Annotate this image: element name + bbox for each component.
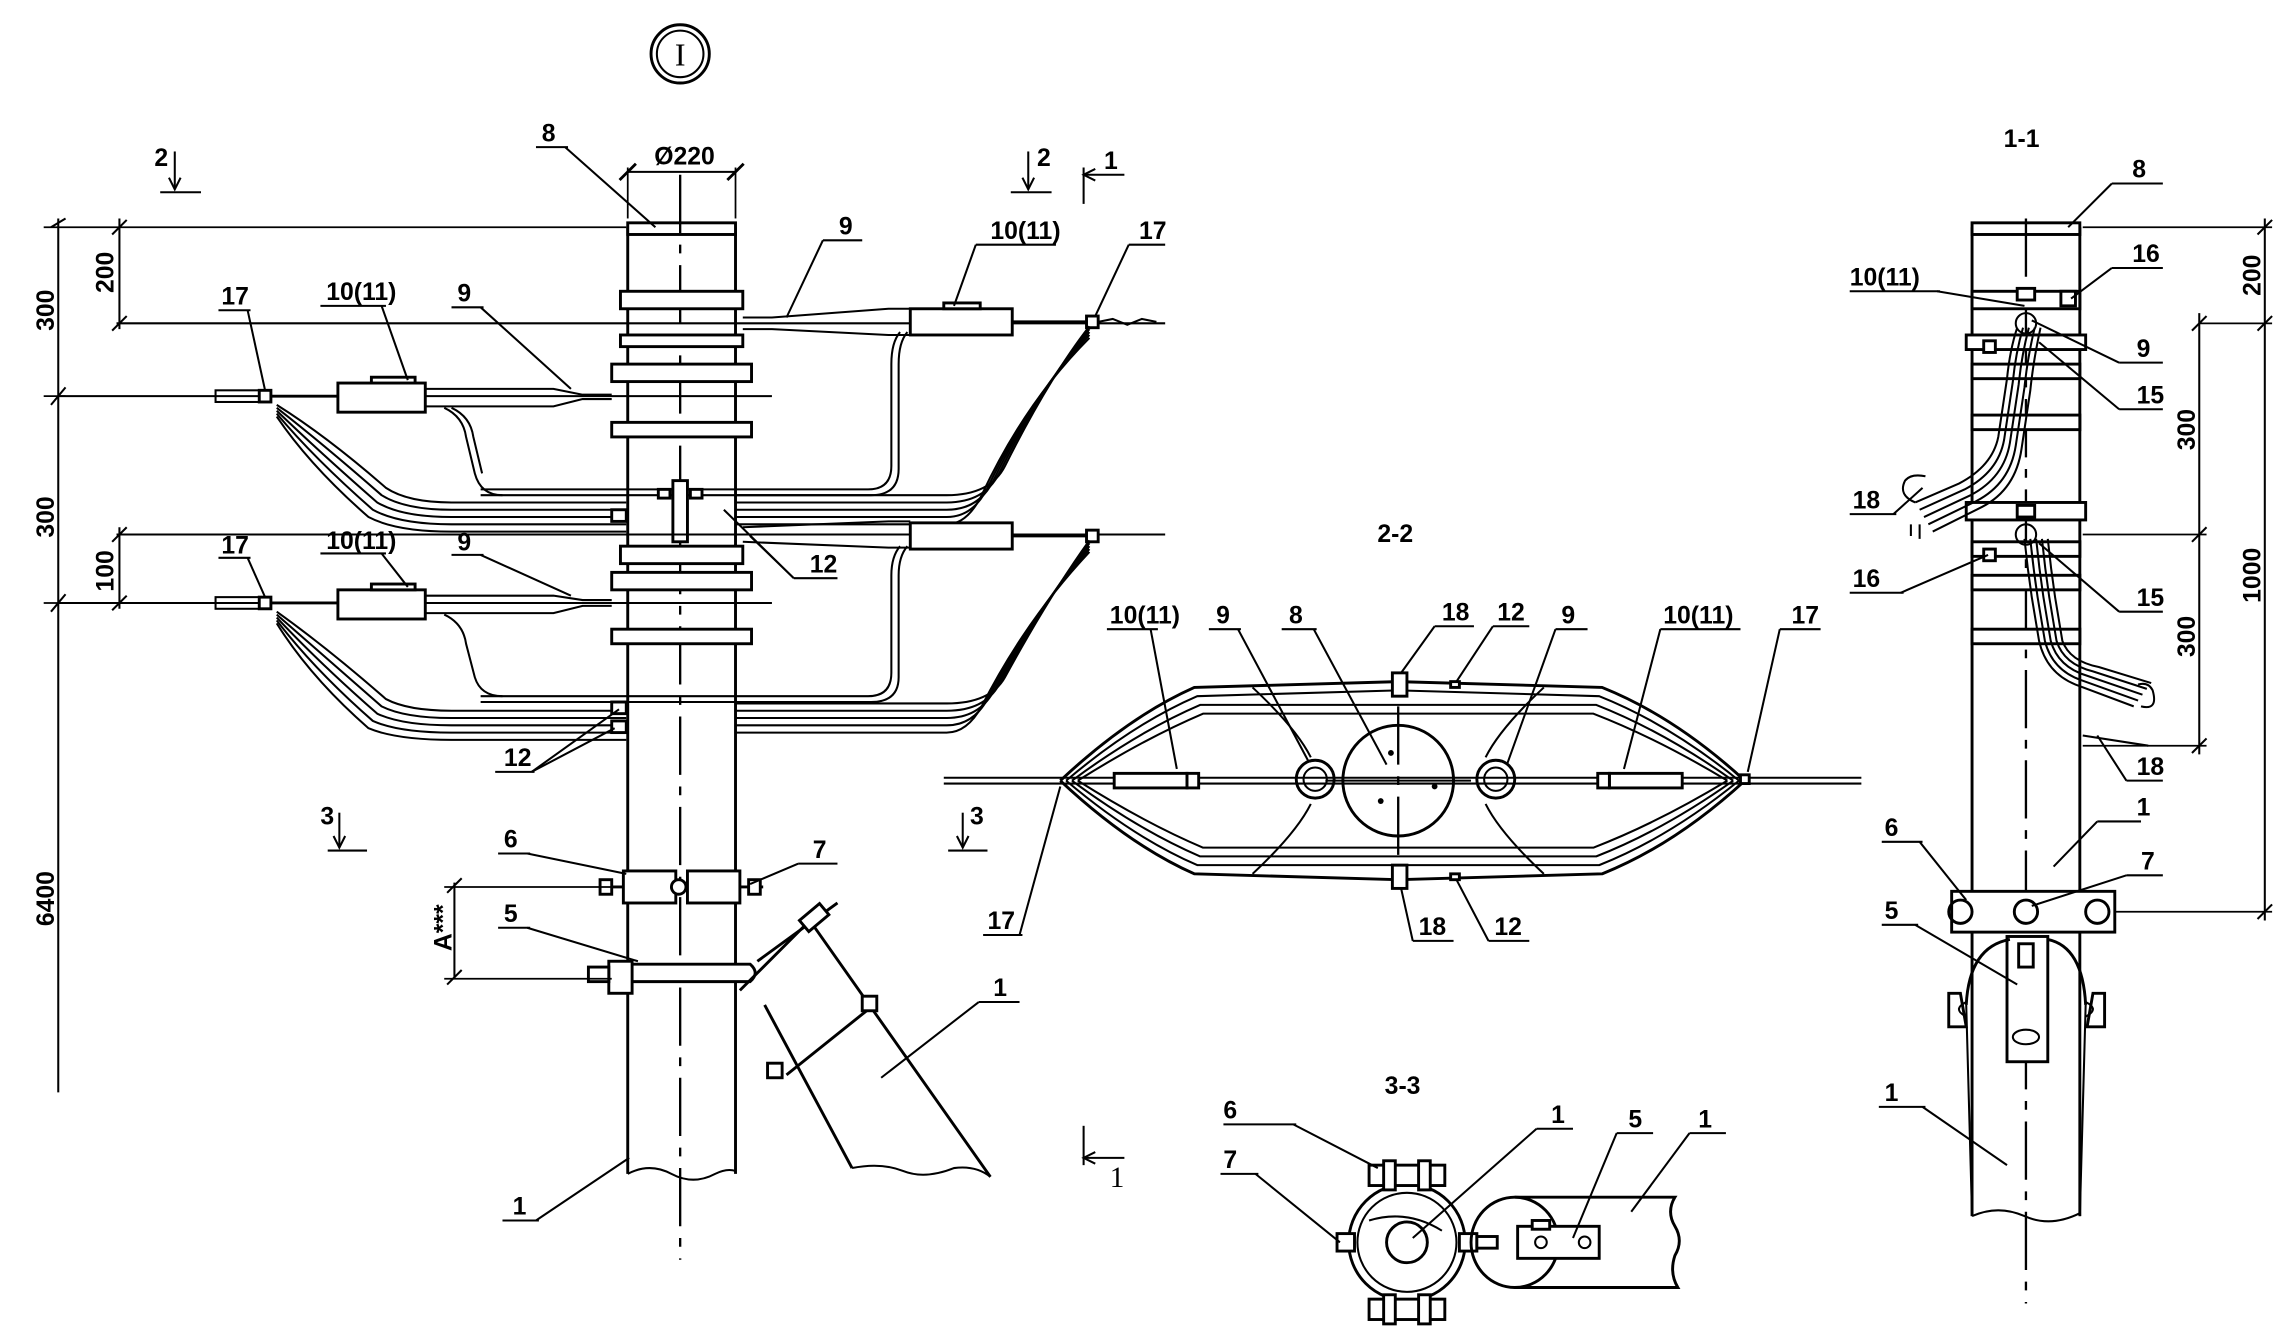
- callout-9-d: 9: [1216, 602, 1230, 629]
- callout-17-d: 17: [1791, 602, 1819, 629]
- callout-6-c: 6: [1885, 815, 1899, 842]
- callout-12-a: 12: [810, 551, 838, 578]
- callout-16-a: 16: [2132, 241, 2160, 268]
- callout-10-f: 10(11): [1850, 264, 1920, 291]
- callout-5-c: 5: [1885, 898, 1899, 925]
- section-1-1: 1-1: [1849, 126, 2273, 1304]
- callout-7-c: 7: [2141, 848, 2155, 875]
- lower-left-assembly: [58, 582, 772, 741]
- callout-6-b: 6: [1223, 1098, 1237, 1125]
- cut-markers: 2 2 1 3 3 1: [154, 145, 1125, 1194]
- upper-right-assembly: [116, 301, 1166, 497]
- callout-6-a: 6: [504, 827, 518, 854]
- callout-17-b: 17: [221, 283, 249, 310]
- cut-1-top: 1: [1104, 148, 1118, 175]
- callout-18-a: 18: [1442, 599, 1470, 626]
- callout-10-b: 10(11): [326, 279, 396, 306]
- dim-diameter: Ø220: [654, 144, 715, 171]
- callout-10-e: 10(11): [1663, 602, 1733, 629]
- callout-8: 8: [542, 120, 556, 147]
- upper-left-assembly: [58, 375, 772, 497]
- section-3-3: 3-3 6 7 1 5 1: [1220, 1073, 1726, 1326]
- dim-300-a: 300: [33, 290, 60, 331]
- callout-1-f: 1: [1885, 1080, 1899, 1107]
- callout-12-b: 12: [504, 745, 532, 772]
- section-2-2: 2-2: [943, 521, 1862, 942]
- dim-200: 200: [93, 252, 120, 293]
- cut-3-right: 3: [970, 803, 984, 830]
- callout-8-b: 8: [1289, 602, 1303, 629]
- callout-12-c: 12: [1497, 599, 1525, 626]
- cut-2-left: 2: [154, 145, 168, 172]
- callout-17-a: 17: [1139, 218, 1167, 245]
- dim-6400: 6400: [33, 871, 60, 926]
- view-marker-label: I: [675, 37, 686, 73]
- callout-7-a: 7: [813, 837, 827, 864]
- callout-10-d: 10(11): [1110, 602, 1180, 629]
- section-1-1-title: 1-1: [2004, 126, 2040, 153]
- cut-3-left: 3: [320, 803, 334, 830]
- pole-brackets-bottom: [586, 869, 764, 995]
- view-marker: I: [649, 23, 711, 85]
- main-elevation: Ø220: [33, 120, 1167, 1260]
- dim-300-c: 300: [2174, 409, 2201, 450]
- callout-9-b: 9: [457, 280, 471, 307]
- callout-18-c: 18: [1853, 487, 1881, 514]
- dim-a: A***: [431, 904, 458, 951]
- dim-100: 100: [93, 550, 120, 591]
- callout-1-b: 1: [513, 1194, 527, 1221]
- callout-9-f: 9: [2137, 336, 2151, 363]
- callout-17-c: 17: [221, 532, 249, 559]
- callout-18-b: 18: [1419, 914, 1447, 941]
- callout-1-a: 1: [993, 975, 1007, 1002]
- callout-12-d: 12: [1494, 914, 1522, 941]
- callout-5-b: 5: [1628, 1106, 1642, 1133]
- callout-8-c: 8: [2132, 157, 2146, 184]
- upper-cable-bundles: [275, 325, 1091, 533]
- callout-17-e: 17: [987, 908, 1015, 935]
- cut-2-right: 2: [1037, 145, 1051, 172]
- dim-1000: 1000: [2239, 548, 2266, 603]
- callout-15-b: 15: [2137, 585, 2165, 612]
- dim-300-d: 300: [2174, 616, 2201, 657]
- main-dimensions: 300 300 200 100 6400 A***: [33, 217, 627, 1093]
- cut-1-bottom: 1: [1110, 1162, 1125, 1194]
- callout-16-b: 16: [1853, 566, 1881, 593]
- callout-10-c: 10(11): [326, 528, 396, 555]
- main-callouts: 8 9 10(11) 17 17 10(11) 9 17 10(11) 9 12: [218, 120, 1167, 1222]
- callout-1-e: 1: [2137, 795, 2151, 822]
- callout-1-d: 1: [1698, 1106, 1712, 1133]
- callout-15-a: 15: [2137, 382, 2165, 409]
- callout-9-e: 9: [1561, 602, 1575, 629]
- callout-10-a: 10(11): [990, 218, 1060, 245]
- dim-200-b: 200: [2239, 255, 2266, 296]
- brace-strut: [738, 901, 992, 1178]
- callout-9-a: 9: [839, 213, 853, 240]
- section-2-2-title: 2-2: [1377, 521, 1413, 548]
- section-3-3-title: 3-3: [1385, 1073, 1421, 1100]
- pole-bands-upper: [610, 289, 753, 646]
- callout-9-c: 9: [457, 530, 471, 557]
- callout-1-c: 1: [1551, 1102, 1565, 1129]
- dim-300-b: 300: [33, 496, 60, 537]
- callout-18-d: 18: [2137, 754, 2165, 781]
- callout-7-b: 7: [1223, 1147, 1237, 1174]
- lower-right-assembly: [116, 520, 1166, 734]
- callout-5-a: 5: [504, 901, 518, 928]
